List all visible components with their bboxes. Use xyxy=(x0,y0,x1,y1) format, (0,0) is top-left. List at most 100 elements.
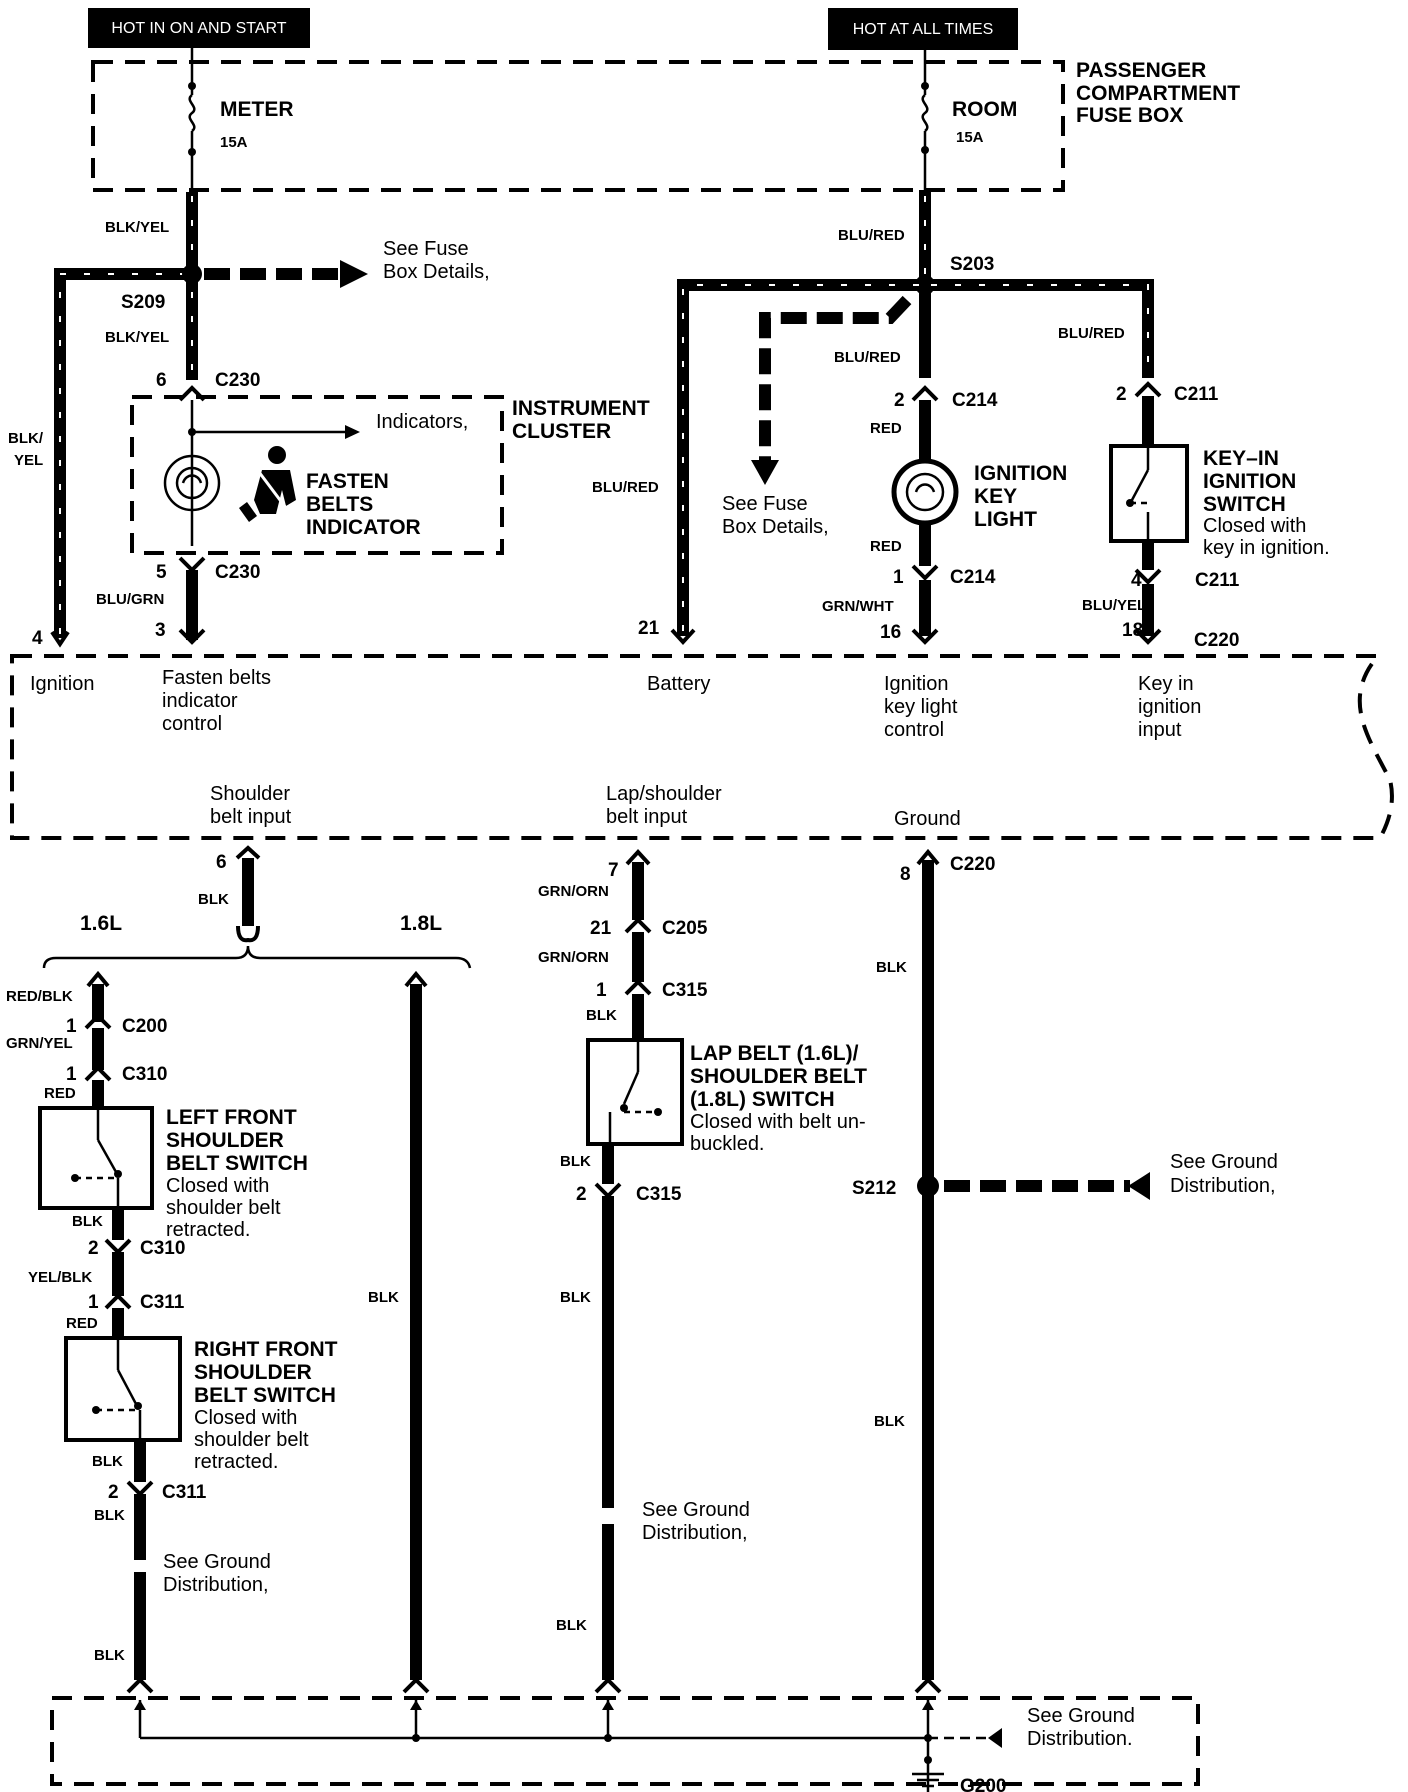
fuse-room-rating: 15A xyxy=(956,129,984,146)
wire-label-red-1: RED xyxy=(870,420,902,437)
pin-2-c311: 2 xyxy=(108,1482,119,1503)
cu-label-keylight-1: Ignition xyxy=(884,673,949,695)
meter-circuit: BLK/YEL S209 See Fuse Box Details, BLK/Y… xyxy=(8,192,490,649)
left-front-switch-desc-1: Closed with xyxy=(166,1175,269,1197)
note-see-ground-2a: See Ground xyxy=(642,1499,750,1521)
fuse-meter-rating: 15A xyxy=(220,134,248,151)
wire-label-blk-7: BLK xyxy=(586,1007,617,1024)
cu-label-lap-2: belt input xyxy=(606,806,688,828)
cu-label-fasten-2: indicator xyxy=(162,690,238,712)
note-see-ground-1a: See Ground xyxy=(163,1551,271,1573)
key-in-switch-title-2: IGNITION xyxy=(1203,470,1296,493)
note-see-ground-4b: Distribution. xyxy=(1027,1728,1133,1750)
ignition-key-light-label-3: LIGHT xyxy=(974,508,1037,531)
wire-label-blu-red-1: BLU/RED xyxy=(838,227,905,244)
fasten-belts-label-2: BELTS xyxy=(306,493,373,516)
left-front-switch-title-1: LEFT FRONT xyxy=(166,1106,297,1129)
wire-label-blk-11: BLK xyxy=(876,959,907,976)
fuse-room-name: ROOM xyxy=(952,98,1017,121)
wire-label-blk-1: BLK xyxy=(198,891,229,908)
fuse-meter-name: METER xyxy=(220,98,294,121)
right-front-switch-title-1: RIGHT FRONT xyxy=(194,1338,338,1361)
key-in-switch-title-1: KEY–IN xyxy=(1203,447,1279,470)
right-front-switch-desc-1: Closed with xyxy=(194,1407,297,1429)
cu-label-keyin-2: ignition xyxy=(1138,696,1201,718)
key-in-switch-desc-1: Closed with xyxy=(1203,515,1306,537)
wire-label-grn-yel: GRN/YEL xyxy=(6,1035,73,1052)
header-hot-at-all-times: HOT AT ALL TIMES xyxy=(828,8,1018,50)
engine-1-8l: 1.8L xyxy=(400,912,442,935)
arrow-down-icon xyxy=(751,460,779,485)
wire-label-blk-4: BLK xyxy=(94,1507,125,1524)
pin-18-key-in: 18 xyxy=(1122,620,1143,641)
wire-label-blu-red-4: BLU/RED xyxy=(834,349,901,366)
ground-g200-label: G200 xyxy=(960,1776,1006,1792)
ground-distribution-g200: See Ground Distribution. G200 xyxy=(50,1677,1200,1792)
left-front-switch-desc-2: shoulder belt xyxy=(166,1197,281,1219)
note-see-fuse-box-2b: Box Details, xyxy=(722,516,829,538)
wire-label-blk-2: BLK xyxy=(72,1213,103,1230)
splice-s209-label: S209 xyxy=(121,292,165,313)
pin-2-c315: 2 xyxy=(576,1184,587,1205)
left-front-switch-title-2: SHOULDER xyxy=(166,1129,284,1152)
ignition-key-light-label-2: KEY xyxy=(974,485,1017,508)
note-see-fuse-box-1a: See Fuse xyxy=(383,238,469,260)
ignition-key-light-bulb-icon xyxy=(891,458,959,526)
pin-6-shoulder: 6 xyxy=(216,852,227,873)
lap-belt-switch-desc-2: buckled. xyxy=(690,1133,765,1155)
wire-label-blu-red-3: BLU/RED xyxy=(1058,325,1125,342)
note-indicators: Indicators, xyxy=(376,411,468,433)
right-front-switch-title-2: SHOULDER xyxy=(194,1361,312,1384)
wire-label-grn-wht: GRN/WHT xyxy=(822,598,894,615)
pin-2-c211: 2 xyxy=(1116,384,1127,405)
pin-8-ground: 8 xyxy=(900,864,911,885)
arrow-left-icon xyxy=(988,1728,1002,1748)
wire-label-blk-10: BLK xyxy=(556,1617,587,1634)
key-in-switch-title-3: SWITCH xyxy=(1203,493,1286,516)
wire-label-grn-orn-1: GRN/ORN xyxy=(538,883,609,900)
right-front-switch-desc-2: shoulder belt xyxy=(194,1429,309,1451)
cu-label-battery: Battery xyxy=(647,673,710,695)
lap-belt-circuit: 7 GRN/ORN 21 C205 GRN/ORN 1 C315 BLK LAP… xyxy=(538,849,867,1680)
fuse-box-title-line2: COMPARTMENT xyxy=(1076,82,1240,105)
pin-5-c230: 5 xyxy=(156,562,167,583)
lap-belt-switch-title-3: (1.8L) SWITCH xyxy=(690,1088,835,1111)
pin-2-c310: 2 xyxy=(88,1238,99,1259)
wire-label-grn-orn-2: GRN/ORN xyxy=(538,949,609,966)
meter-fuse-icon xyxy=(188,94,196,132)
cu-label-ground: Ground xyxy=(894,808,961,830)
note-see-ground-2b: Distribution, xyxy=(642,1522,748,1544)
conn-c220-bottom: C220 xyxy=(950,854,995,875)
pin-21-c205: 21 xyxy=(590,918,612,939)
wire-label-blu-red-2: BLU/RED xyxy=(592,479,659,496)
pin-4-ignition: 4 xyxy=(32,628,43,649)
pin-1-c310: 1 xyxy=(66,1064,77,1085)
arrow-left-icon xyxy=(1128,1172,1150,1200)
note-see-ground-1b: Distribution, xyxy=(163,1574,269,1596)
note-see-ground-3b: Distribution, xyxy=(1170,1175,1276,1197)
wire-label-blu-grn: BLU/GRN xyxy=(96,591,164,608)
conn-c211-top: C211 xyxy=(1174,384,1219,405)
key-in-ignition-switch: 2 C211 KEY–IN IGNITION SWITCH Closed wit… xyxy=(1082,381,1330,651)
header-right-label: HOT AT ALL TIMES xyxy=(853,21,994,38)
wire-label-blk-yel-1: BLK/YEL xyxy=(105,219,169,236)
pin-21-battery: 21 xyxy=(638,618,660,639)
ground-symbol-icon xyxy=(912,1756,944,1788)
conn-c310-top: C310 xyxy=(122,1064,167,1085)
note-see-ground-4a: See Ground xyxy=(1027,1705,1135,1727)
conn-c311-top: C311 xyxy=(140,1292,185,1313)
wire-label-red-4: RED xyxy=(66,1315,98,1332)
note-see-fuse-box-2a: See Fuse xyxy=(722,493,808,515)
cu-label-ignition: Ignition xyxy=(30,673,95,695)
header-left-label: HOT IN ON AND START xyxy=(111,20,286,37)
wire-label-blu-yel: BLU/YEL xyxy=(1082,597,1146,614)
right-front-switch-title-3: BELT SWITCH xyxy=(194,1384,336,1407)
wire-label-blk-5: BLK xyxy=(94,1647,125,1664)
room-circuit: BLU/RED S203 BLU/RED 21 BLU/RED See Fuse… xyxy=(592,190,1154,645)
shoulder-belt-input-circuit: 6 BLK 1.6L 1.8L xyxy=(42,845,472,969)
note-see-ground-3a: See Ground xyxy=(1170,1151,1278,1173)
engine-1-6l: 1.6L xyxy=(80,912,122,935)
conn-c211-bottom: C211 xyxy=(1195,570,1240,591)
fuse-box-title-line3: FUSE BOX xyxy=(1076,104,1183,127)
splice-s212-label: S212 xyxy=(852,1178,896,1199)
